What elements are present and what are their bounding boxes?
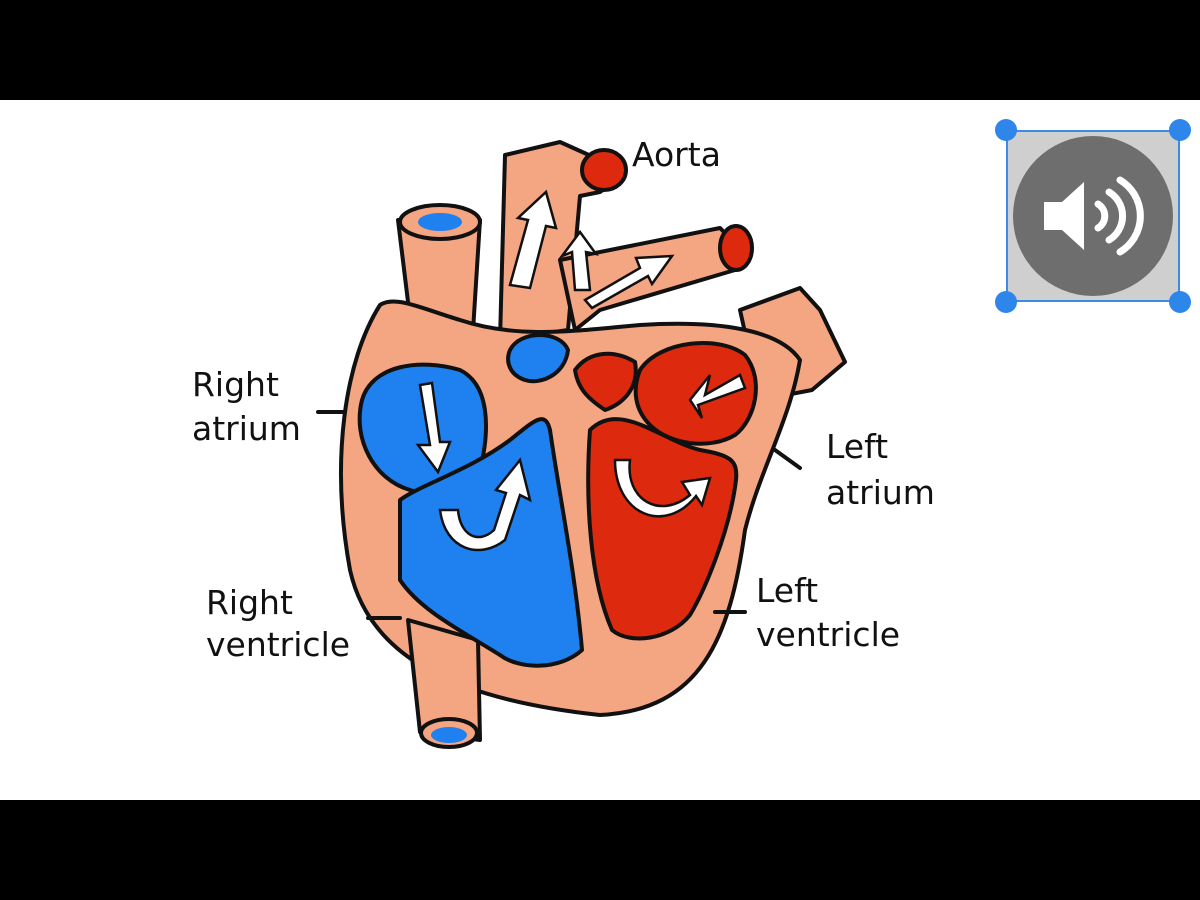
flow-arrow-aorta: [508, 189, 558, 290]
resize-handle-bottom-right[interactable]: [1169, 291, 1191, 313]
aortic-valve-region: [573, 351, 638, 412]
aorta-opening: [580, 148, 628, 192]
speaker-volume-icon[interactable]: [1008, 132, 1178, 300]
leader-lines: [316, 410, 802, 620]
audio-widget-selection[interactable]: [1006, 130, 1180, 302]
pulmonary-artery-opening: [718, 224, 754, 272]
flow-arrow-pulmonary-right: [583, 254, 675, 310]
flow-arrow-right-ventricle: [438, 457, 532, 552]
blood-flow-arrows: [415, 189, 747, 552]
resize-handle-bottom-left[interactable]: [995, 291, 1017, 313]
resize-handle-top-left[interactable]: [995, 119, 1017, 141]
label-left-atrium-line2: atrium: [826, 473, 935, 512]
flow-arrow-left-ventricle: [613, 458, 712, 518]
label-left-ventricle-line1: Left: [756, 571, 818, 610]
resize-handle-top-right[interactable]: [1169, 119, 1191, 141]
label-right-atrium-line2: atrium: [192, 409, 301, 448]
flow-arrow-right-atrium: [415, 381, 452, 475]
flow-arrow-pulmonary-up: [558, 229, 599, 292]
label-aorta: Aorta: [632, 135, 721, 174]
label-left-atrium-line1: Left: [826, 427, 888, 466]
label-right-ventricle-line1: Right: [206, 583, 293, 622]
label-left-ventricle-line2: ventricle: [756, 615, 900, 654]
heart-diagram: Aorta Right atrium Left atrium Right ven…: [192, 135, 935, 749]
pulmonary-valve: [506, 333, 570, 384]
inferior-vena-cava: [406, 618, 482, 742]
canvas: Aorta Right atrium Left atrium Right ven…: [0, 100, 1200, 800]
inferior-vena-cava-opening: [431, 727, 467, 743]
label-right-atrium-line1: Right: [192, 365, 279, 404]
flow-arrow-left-atrium: [688, 373, 747, 419]
leader-left-atrium: [773, 448, 802, 470]
label-right-ventricle-line2: ventricle: [206, 625, 350, 664]
